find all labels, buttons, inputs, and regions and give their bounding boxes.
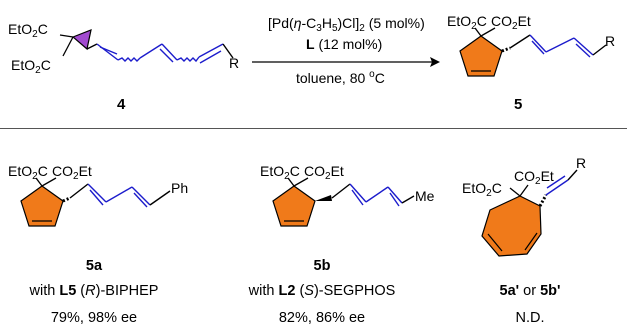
ester-bonds-5b — [287, 177, 309, 187]
substituent-label-5a: Ph — [171, 180, 189, 196]
compound-label-4: 4 — [117, 96, 126, 113]
ester-bonds-4 — [59, 34, 74, 57]
polyene-chain-4 — [86, 43, 234, 64]
compound-label-5b: 5b — [313, 258, 331, 274]
diene-chain-5 — [501, 34, 607, 58]
cyclopropane-4 — [71, 29, 92, 51]
ligand-text: L (12 mol%) — [306, 36, 383, 52]
substituent-label-5b: Me — [415, 188, 435, 204]
ester-bonds-5 — [474, 27, 496, 37]
result-5a: 79%, 98% ee — [50, 310, 138, 326]
ester-label-right-5: CO2Et — [491, 13, 531, 32]
ester-label-right-5b: CO2Et — [304, 163, 344, 182]
ester-label-left-7ring: EtO2C — [462, 180, 502, 199]
ester-bonds-5a — [35, 177, 57, 187]
ligand-note-5b: with L2 (S)-SEGPHOS — [248, 283, 396, 299]
compound-label-5: 5 — [514, 96, 523, 113]
cyclopentene-ring-5a — [20, 185, 64, 227]
vinyl-substituent — [538, 169, 578, 207]
r-group-label-7ring: R — [576, 155, 587, 171]
result-7ring: N.D. — [515, 310, 545, 326]
reaction-arrow — [252, 57, 440, 67]
diene-chain-5b — [315, 183, 415, 207]
cyclopentene-ring-5b — [272, 185, 316, 227]
compound-label-5a: 5a — [85, 258, 103, 274]
ester-label-left-5b: EtO2C — [260, 163, 300, 182]
ester-label-left-5: EtO2C — [447, 13, 487, 32]
diene-chain-5a — [62, 183, 171, 208]
result-5b: 82%, 86% ee — [278, 310, 366, 326]
ester-bonds-7ring — [509, 184, 529, 197]
cyclopentene-ring-5 — [459, 35, 503, 77]
section-divider — [0, 128, 627, 129]
compound-label-7ring: 5a' or 5b' — [499, 283, 561, 299]
cycloheptadiene-ring — [481, 195, 542, 257]
ester-label-right-7ring: CO2Et — [514, 168, 554, 187]
ester-label-left-5a: EtO2C — [8, 163, 48, 182]
ester-label-top-4: EtO2C — [8, 21, 48, 40]
ester-label-right-5a: CO2Et — [52, 163, 92, 182]
solvent-temperature-text: toluene, 80 oC — [296, 69, 385, 87]
catalyst-text: [Pd(η-C3H5)Cl]2 (5 mol%) — [268, 15, 425, 34]
r-group-label-4: R — [229, 55, 240, 71]
ester-label-bottom-4: EtO2C — [11, 57, 51, 76]
r-group-label-5: R — [605, 33, 616, 49]
ligand-note-5a: with L5 (R)-BIPHEP — [29, 283, 159, 299]
